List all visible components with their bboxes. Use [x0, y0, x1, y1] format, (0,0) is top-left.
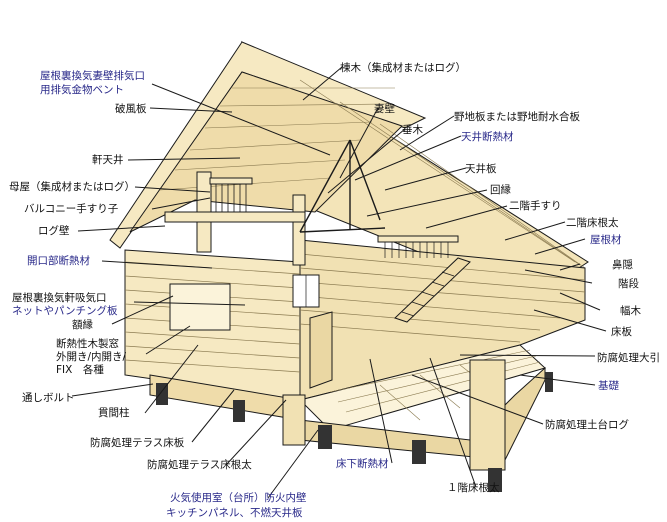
label-width-timber: 幅木 [620, 304, 641, 317]
label-eave-intake-2: ネットやパンチング板 [12, 304, 118, 317]
balcony-spindles [215, 184, 247, 212]
balcony-deck [164, 211, 306, 223]
label-rafter: 垂木 [402, 124, 423, 136]
leader-lines [71, 66, 607, 499]
foundation-post [545, 372, 553, 392]
corner-log-right [469, 359, 506, 471]
label-window-3: FIX 各種 [56, 363, 104, 376]
label-rot-sleeper: 防腐処理大引 [597, 351, 660, 364]
label-fire-wall-2: キッチンパネル、不燃天井板 [166, 506, 303, 519]
stairs [394, 257, 471, 323]
label-roof-timber: 屋根材 [590, 233, 622, 246]
label-gallery: 回縁 [490, 183, 511, 196]
label-eave-intake-1: 屋根裏換気軒吸気口 [12, 291, 107, 304]
side-log-wall [299, 239, 586, 401]
label-barge-board: 破風板 [115, 102, 147, 115]
label-first-joist: １階床根太 [447, 481, 500, 494]
foundation-post [233, 400, 245, 422]
label-roof-vent-2: 用排気金物ベント [40, 83, 124, 96]
stair-treads [401, 271, 455, 317]
label-second-handrail: 二階手すり [509, 199, 562, 212]
second-floor-spindles [384, 242, 449, 258]
label-balcony-spindle: バルコニー手すり子 [24, 202, 118, 215]
label-second-joist: 二階床根太 [566, 216, 619, 229]
label-sheathing: 野地板または野地耐水合板 [454, 110, 580, 123]
roof-slope-lines [299, 79, 586, 269]
foundation-post [156, 383, 168, 405]
label-stairs: 階段 [618, 277, 639, 290]
foundation-post [488, 468, 502, 492]
label-foundation: 基礎 [598, 379, 619, 392]
foundation-post [318, 425, 332, 449]
label-through-bolt: 通しボルト [22, 392, 75, 404]
label-ceiling-insulation: 天井断熱材 [461, 130, 514, 143]
labels: 屋根裏換気妻壁排気口 用排気金物ベント 破風板 軒天井 母屋（集成材またはログ）… [9, 61, 660, 519]
label-terrace-joist: 防腐処理テラス床根太 [147, 458, 252, 471]
label-ceiling-board: 天井板 [465, 162, 497, 175]
gable-truss [299, 139, 386, 233]
label-floor-insulation: 床下断熱材 [336, 457, 389, 470]
corner-log-front [282, 394, 306, 446]
side-log-lines [299, 253, 586, 343]
label-nose-cover: 鼻隠 [612, 258, 633, 271]
label-soffit: 軒天井 [92, 153, 124, 166]
label-window-1: 断熱性木製窓 [56, 337, 119, 350]
label-ridge: 棟木（集成材またはログ） [340, 61, 466, 74]
front-opening [169, 283, 231, 331]
label-hip-rafter: 母屋（集成材またはログ） [9, 180, 135, 193]
label-roof-vent-1: 屋根裏換気妻壁排気口 [40, 69, 145, 82]
label-girder-post: 貫間柱 [98, 406, 130, 419]
house-illustration [109, 40, 589, 471]
label-gable: 妻壁 [374, 102, 395, 115]
second-floor-handrail [377, 235, 459, 243]
label-window-2: 外開き/内開き/ [56, 350, 127, 363]
foundation-posts [156, 372, 553, 492]
balcony-post-right [292, 194, 306, 266]
label-sill-log: 防腐処理土台ログ [545, 418, 629, 431]
foundation-post [412, 440, 426, 464]
label-floor-board: 床板 [611, 325, 632, 338]
label-terrace-floor: 防腐処理テラス床板 [90, 436, 185, 449]
interior-door [309, 311, 333, 389]
label-frame-trim: 額縁 [72, 318, 93, 331]
label-log-wall: ログ壁 [38, 224, 70, 237]
balcony-rail-top [209, 177, 253, 185]
label-opening-insulation: 開口部断熱材 [27, 254, 90, 267]
label-fire-wall-1: 火気使用室（台所）防火内壁 [170, 491, 307, 504]
